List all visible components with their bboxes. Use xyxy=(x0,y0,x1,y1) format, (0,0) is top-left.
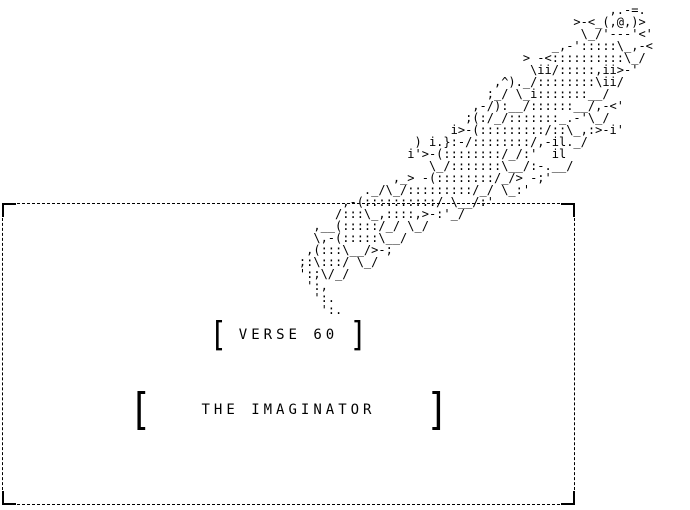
dragon-ascii-art: ,.-=. >-<_(,@,)> \_/'---'<' _,-':::::\_,… xyxy=(298,3,653,317)
verse-close-bracket: ] xyxy=(349,315,368,355)
title-close-bracket: ] xyxy=(425,384,449,435)
title-open-bracket: [ xyxy=(128,384,152,435)
frame-corner-top-left xyxy=(2,203,16,217)
page-title: THE IMAGINATOR xyxy=(201,401,376,418)
verse-label: VERSE 60 xyxy=(238,327,339,344)
verse-frame: [ VERSE 60 ] [ THE IMAGINATOR ] xyxy=(2,203,575,505)
title-label-group: [ THE IMAGINATOR ] xyxy=(3,384,574,435)
frame-corner-top-right xyxy=(561,203,575,217)
verse-label-group: [ VERSE 60 ] xyxy=(3,315,574,355)
frame-corner-bottom-left xyxy=(2,491,16,505)
frame-corner-bottom-right xyxy=(561,491,575,505)
verse-open-bracket: [ xyxy=(209,315,228,355)
